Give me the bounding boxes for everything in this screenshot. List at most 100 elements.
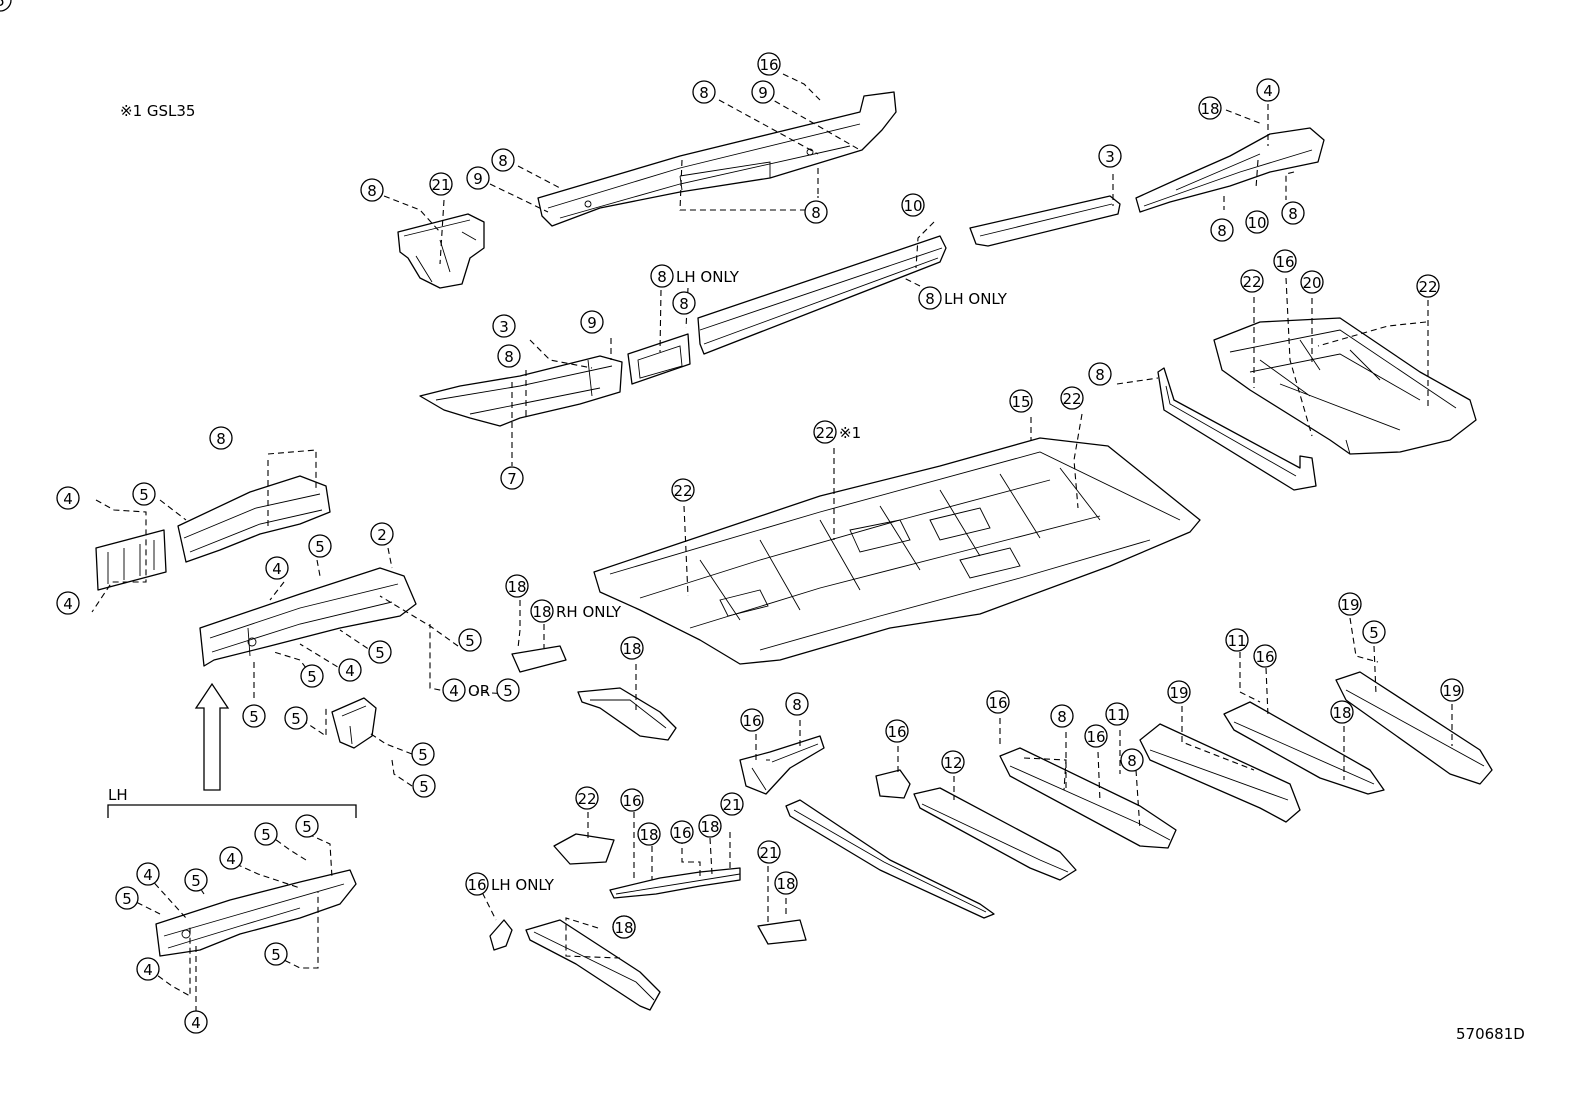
callout-16: 16 [740, 708, 764, 732]
callout-22: 22 [1060, 386, 1084, 410]
callout-8: 8 [1210, 218, 1234, 242]
callout-16: 16 [1273, 249, 1297, 273]
callout-circle [1120, 748, 1144, 772]
callout-circle [56, 486, 80, 510]
callout-10: 10 [1245, 210, 1269, 234]
part-rear-bar [1157, 367, 1317, 491]
callout-9: 9 [466, 166, 490, 190]
callout-number: 4 [191, 1014, 201, 1032]
callout-circle [184, 868, 208, 892]
callout-number: 5 [375, 644, 385, 662]
callout-number: 18 [622, 640, 641, 658]
callout-18: 18 [774, 871, 798, 895]
callout-circle [698, 814, 722, 838]
callout-5: 5 [242, 704, 266, 728]
callout-number: 9 [473, 170, 483, 188]
callout-number: 19 [1442, 682, 1461, 700]
callout-number: 16 [887, 723, 906, 741]
callout-number: 8 [1057, 708, 1067, 726]
callout-11: 11 [1105, 702, 1129, 726]
callout-4: 4 [56, 486, 80, 510]
callout-18: 18 [612, 915, 636, 939]
callout-circle [918, 286, 942, 310]
callout-circle [650, 264, 674, 288]
callout-circle [1088, 362, 1112, 386]
callout-number: 5 [418, 746, 428, 764]
part-bracket-21-18 [757, 919, 807, 945]
callout-circle [1105, 702, 1129, 726]
callout-circle [442, 678, 466, 702]
callout-number: 5 [503, 682, 513, 700]
callout-circle [411, 742, 435, 766]
callout-number: 16 [1275, 253, 1294, 271]
callout-20: 20 [1300, 270, 1324, 294]
callout-circle [284, 706, 308, 730]
callout-number: 4 [449, 682, 459, 700]
callout-5: 5 [132, 482, 156, 506]
callout-3: 3 [492, 314, 516, 338]
lh-bracket [107, 804, 357, 818]
callout-5: 5 [284, 706, 308, 730]
callout-circle [620, 788, 644, 812]
callout-5: 5 [411, 742, 435, 766]
callout-5: 5 [115, 886, 139, 910]
part-plate-22 [553, 833, 615, 865]
callout-circle [308, 534, 332, 558]
callout-circle [757, 52, 781, 76]
callout-number: 8 [811, 204, 821, 222]
callout-21: 21 [720, 792, 744, 816]
callout-suffix: LH ONLY [676, 268, 740, 286]
callout-number: 5 [0, 0, 5, 10]
callout-circle [1240, 269, 1264, 293]
callout-16: 16 [885, 719, 909, 743]
callout-suffix: LH ONLY [944, 290, 1008, 308]
callout-5: 5 [412, 774, 436, 798]
callout-5: 5 [295, 814, 319, 838]
callout-circle [1273, 249, 1297, 273]
callout-number: 20 [1302, 274, 1321, 292]
callout-circle [132, 482, 156, 506]
callout-4: 4 [265, 556, 289, 580]
callout-circle [412, 774, 436, 798]
callout-5: 5 [1362, 620, 1386, 644]
part-crossmember-18 [577, 687, 677, 741]
callout-circle [1167, 680, 1191, 704]
callout-number: 22 [1418, 278, 1437, 296]
callout-number: 9 [587, 314, 597, 332]
callout-number: 5 [261, 826, 271, 844]
callout-18: 18 [1198, 96, 1222, 120]
callout-number: 16 [759, 56, 778, 74]
callout-number: 8 [504, 348, 514, 366]
callout-circle [1362, 620, 1386, 644]
callout-number: 8 [792, 696, 802, 714]
callout-number: 2 [377, 526, 387, 544]
callout-22: 22 [1416, 274, 1440, 298]
callout-number: 16 [467, 876, 486, 894]
callout-circle [1009, 389, 1033, 413]
part-plate-4-5 [95, 529, 167, 591]
callout-number: 15 [1011, 393, 1030, 411]
callout-circle [804, 200, 828, 224]
callout-number: 5 [465, 632, 475, 650]
callout-number: 4 [63, 595, 73, 613]
callout-22: 22 [671, 478, 695, 502]
callout-4: 4 [338, 658, 362, 682]
callout-22: 22 [575, 786, 599, 810]
callout-5: 5 [264, 942, 288, 966]
callout-circle [1084, 724, 1108, 748]
callout-circle [1330, 700, 1354, 724]
callout-number: 12 [943, 754, 962, 772]
callout-8: 8 [1050, 704, 1074, 728]
callout-circle [785, 692, 809, 716]
callout-number: 8 [679, 295, 689, 313]
callout-number: 8 [367, 182, 377, 200]
callout-number: 5 [315, 538, 325, 556]
part-crossmember-16-18-21 [609, 867, 741, 899]
callout-circle [1300, 270, 1324, 294]
callout-11: 11 [1225, 628, 1249, 652]
callout-16: 16 [757, 52, 781, 76]
callout-4: 4 [1256, 78, 1280, 102]
